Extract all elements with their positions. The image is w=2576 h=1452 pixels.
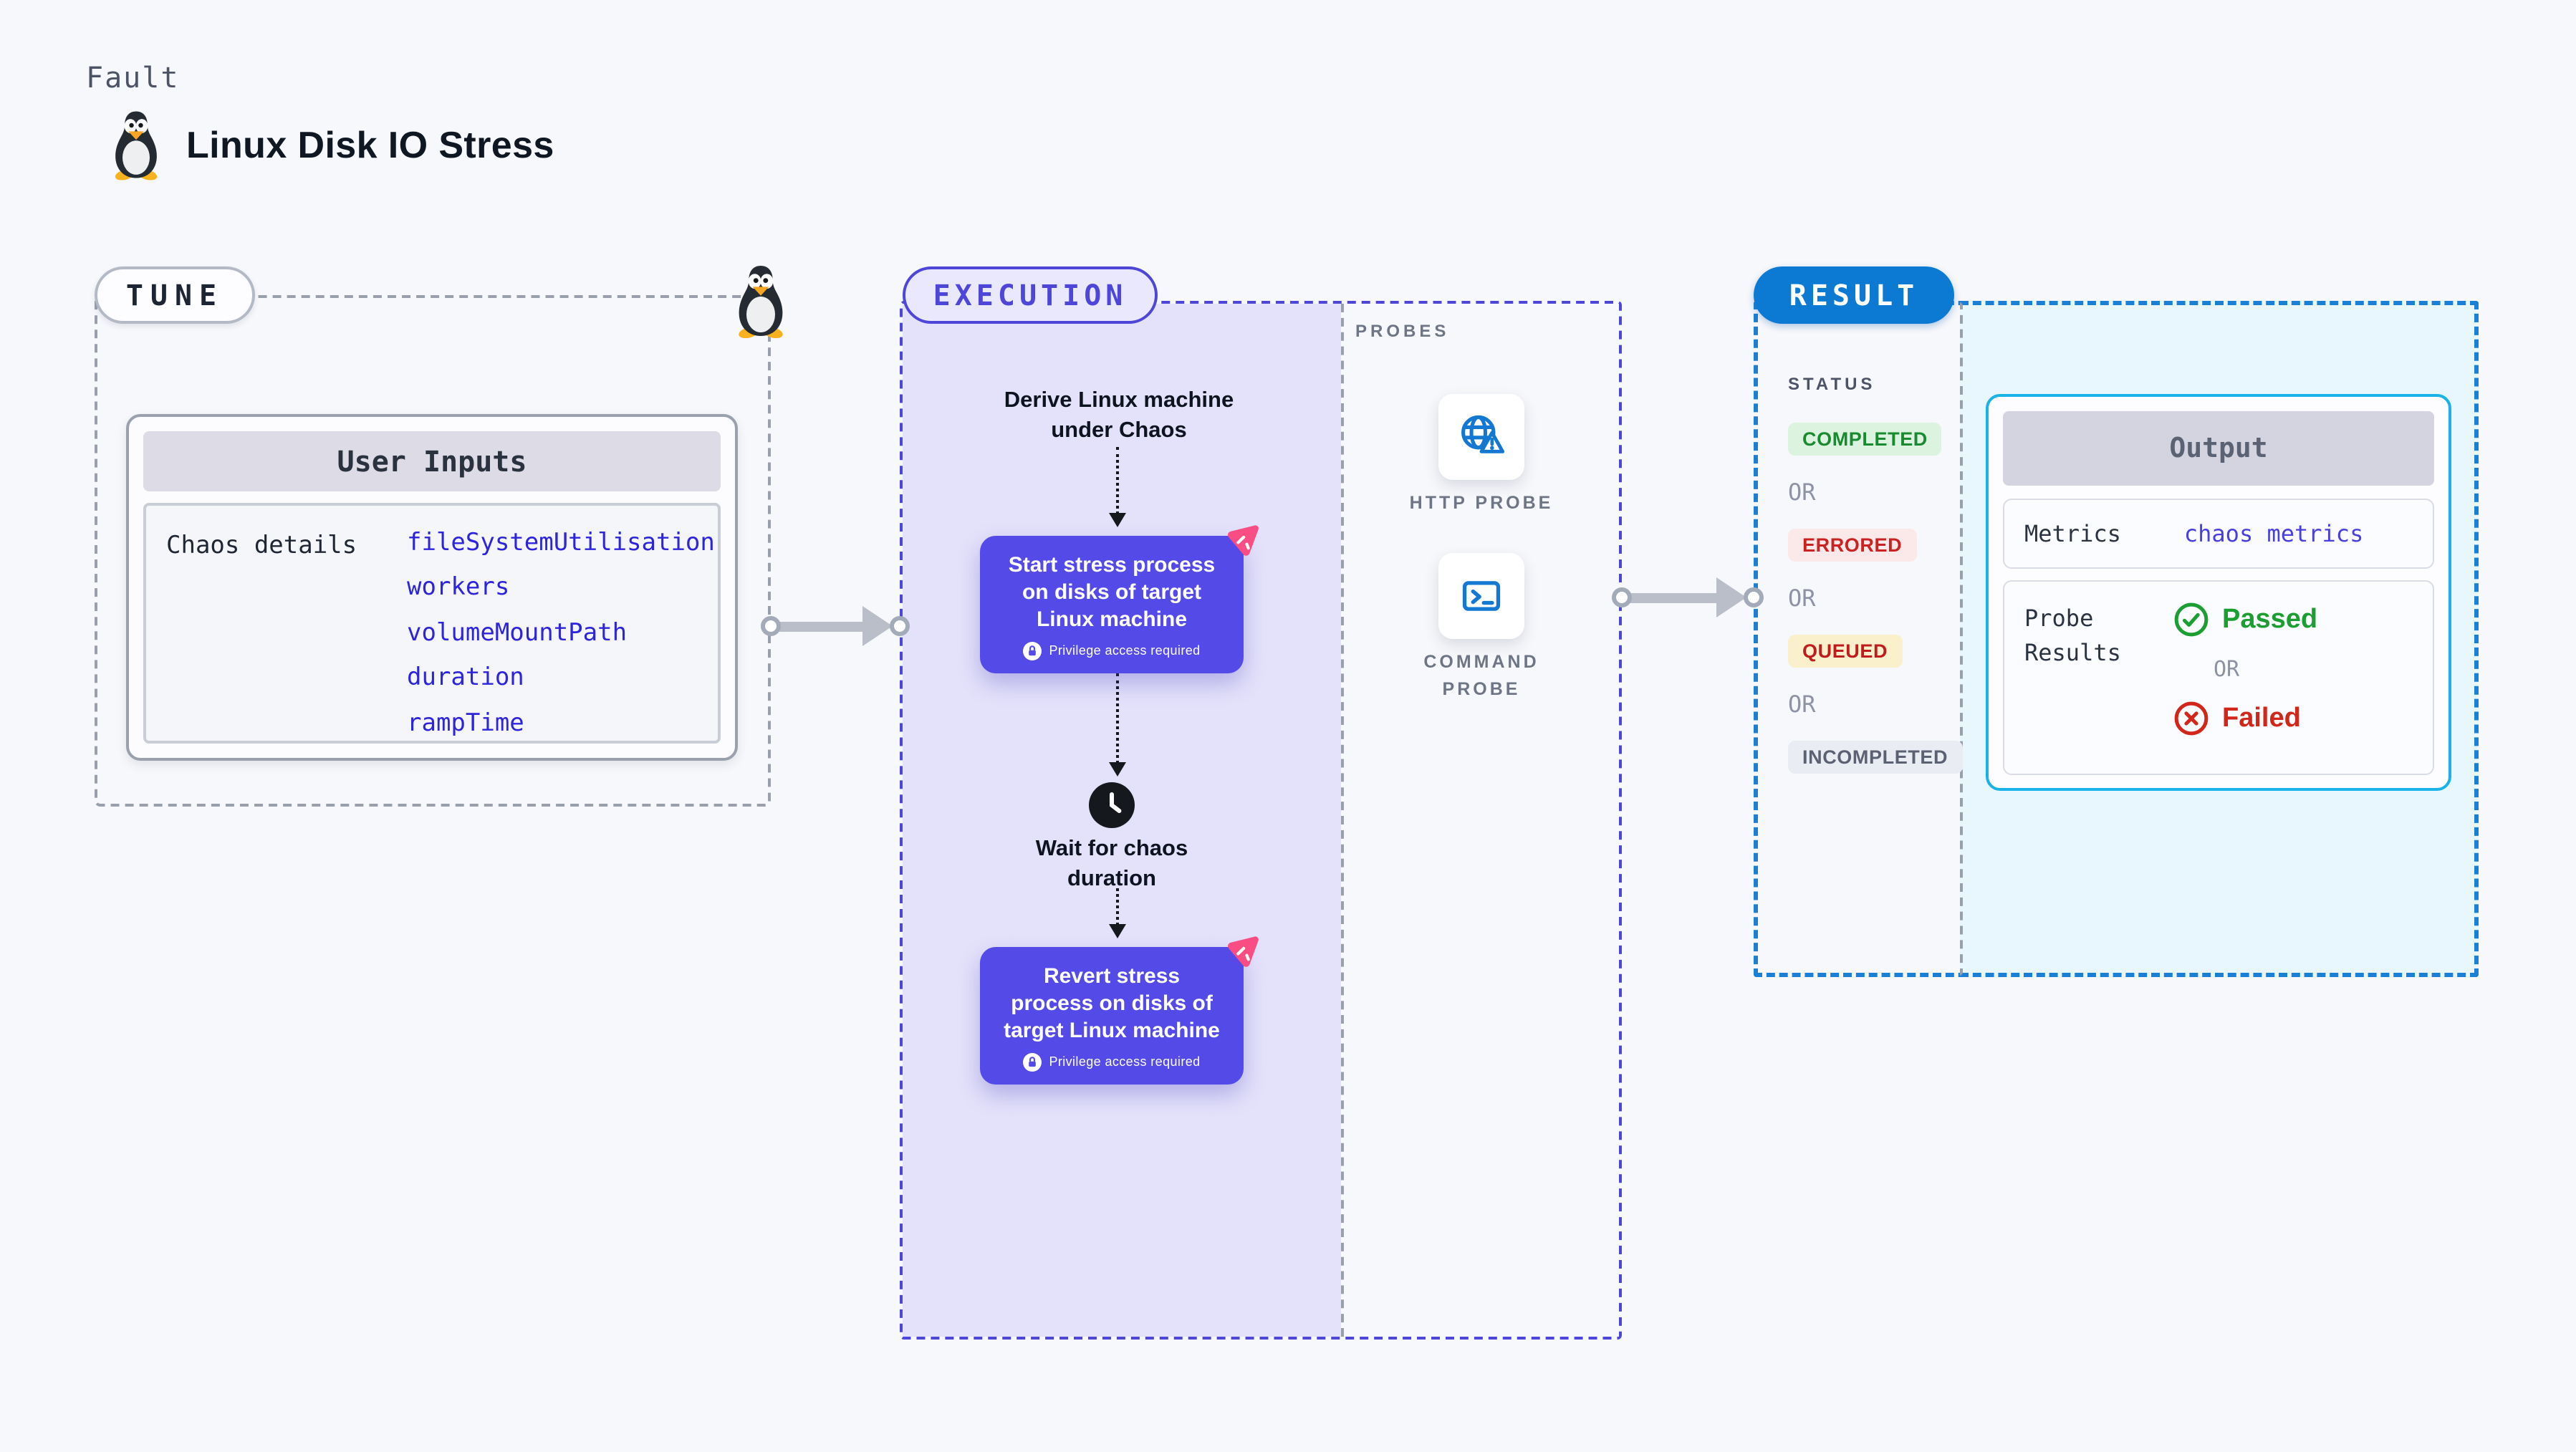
litmus-chaos-icon [1222,521,1259,559]
revert-stress-text: Revert stress process on disks of target… [1004,964,1220,1044]
param-link-duration[interactable]: duration [407,663,524,693]
derive-step-text: Derive Linux machine under Chaos [1004,388,1234,443]
tune-pill: TUNE [95,266,255,324]
status-badge-errored: ERRORED [1788,529,1917,562]
start-stress-text: Start stress process on disks of target … [1008,553,1216,633]
status-badge-queued: QUEUED [1788,635,1903,668]
probe-results-label: Probe Results [2024,605,2121,666]
or-separator: OR [1788,585,1816,612]
flow-arrow-down-icon [1109,673,1126,777]
or-separator: OR [2214,656,2240,682]
lock-icon [1023,1052,1042,1071]
failed-line: Failed [2173,701,2413,736]
output-title: Output [2003,411,2434,486]
param-link-workers[interactable]: workers [407,573,510,602]
fault-kicker: Fault [86,60,180,95]
connector-endpoint-dot [1744,587,1764,607]
param-link-filesystemutilisation[interactable]: fileSystemUtilisation [407,528,715,557]
metrics-label: Metrics [2024,519,2121,547]
chaos-param-list: fileSystemUtilisation workers volumeMoun… [407,520,715,746]
user-inputs-card: User Inputs Chaos details fileSystemUtil… [126,414,738,761]
flow-arrow-down-icon [1109,447,1126,527]
privilege-note: Privilege access required [1049,1054,1201,1069]
terminal-icon [1462,581,1501,611]
chaos-metrics-link[interactable]: chaos metrics [2183,520,2364,547]
page-title: Linux Disk IO Stress [186,122,554,165]
connector-endpoint-dot [890,616,910,636]
connector-line [1629,592,1735,602]
user-inputs-body: Chaos details fileSystemUtilisation work… [143,503,721,744]
output-card: Output Metrics chaos metrics Probe Resul… [1986,394,2451,791]
connector-arrowhead-icon [1716,577,1746,617]
tune-section-box [95,295,771,807]
or-separator: OR [1788,479,1816,506]
wait-step-text: Wait for chaos duration [1035,837,1188,891]
status-heading: STATUS [1788,374,1876,394]
probe-results-row: Probe Results Passed OR Failed [2003,580,2434,775]
probe-results-values: Passed OR Failed [2156,602,2413,754]
privilege-row: Privilege access required [996,641,1228,660]
http-probe-card[interactable] [1438,394,1524,480]
revert-stress-step: Revert stress process on disks of target… [980,947,1244,1085]
status-badge-incompleted: INCOMPLETED [1788,741,1963,774]
http-probe-label: HTTP PROBE [1409,493,1554,513]
connector-endpoint-dot [761,616,781,636]
connector-arrowhead-icon [862,606,893,646]
chaos-details-label: Chaos details [166,532,357,560]
param-link-ramptime[interactable]: rampTime [407,708,524,738]
metrics-row: Metrics chaos metrics [2003,499,2434,569]
globe-warning-icon [1461,415,1505,453]
start-stress-step: Start stress process on disks of target … [980,536,1244,673]
passed-line: Passed [2173,602,2413,638]
title-row: Linux Disk IO Stress [109,109,554,181]
check-circle-icon [2174,602,2209,637]
privilege-note: Privilege access required [1049,643,1201,658]
lock-icon [1023,641,1042,660]
x-circle-icon [2174,701,2209,736]
failed-text: Failed [2222,703,2301,733]
user-inputs-title: User Inputs [143,431,721,491]
or-separator: OR [1788,691,1816,718]
linux-tux-icon-small [732,264,789,338]
command-probe-label: COMMAND PROBE [1423,652,1539,699]
probes-heading: PROBES [1355,321,1450,341]
param-link-volumemountpath[interactable]: volumeMountPath [407,618,628,648]
result-pill: RESULT [1754,266,1954,324]
linux-tux-icon [109,109,163,181]
status-badge-completed: COMPLETED [1788,423,1942,456]
wait-clock-icon [1089,782,1135,828]
flow-arrow-down-icon [1109,888,1126,938]
status-column: STATUS COMPLETED OR ERRORED OR QUEUED OR… [1758,305,1990,1042]
command-probe-card[interactable] [1438,553,1524,639]
passed-text: Passed [2222,604,2318,634]
litmus-chaos-icon [1222,933,1259,970]
execution-pill: EXECUTION [903,266,1158,324]
connector-line [778,621,881,631]
privilege-row: Privilege access required [996,1052,1228,1071]
connector-endpoint-dot [1612,587,1632,607]
